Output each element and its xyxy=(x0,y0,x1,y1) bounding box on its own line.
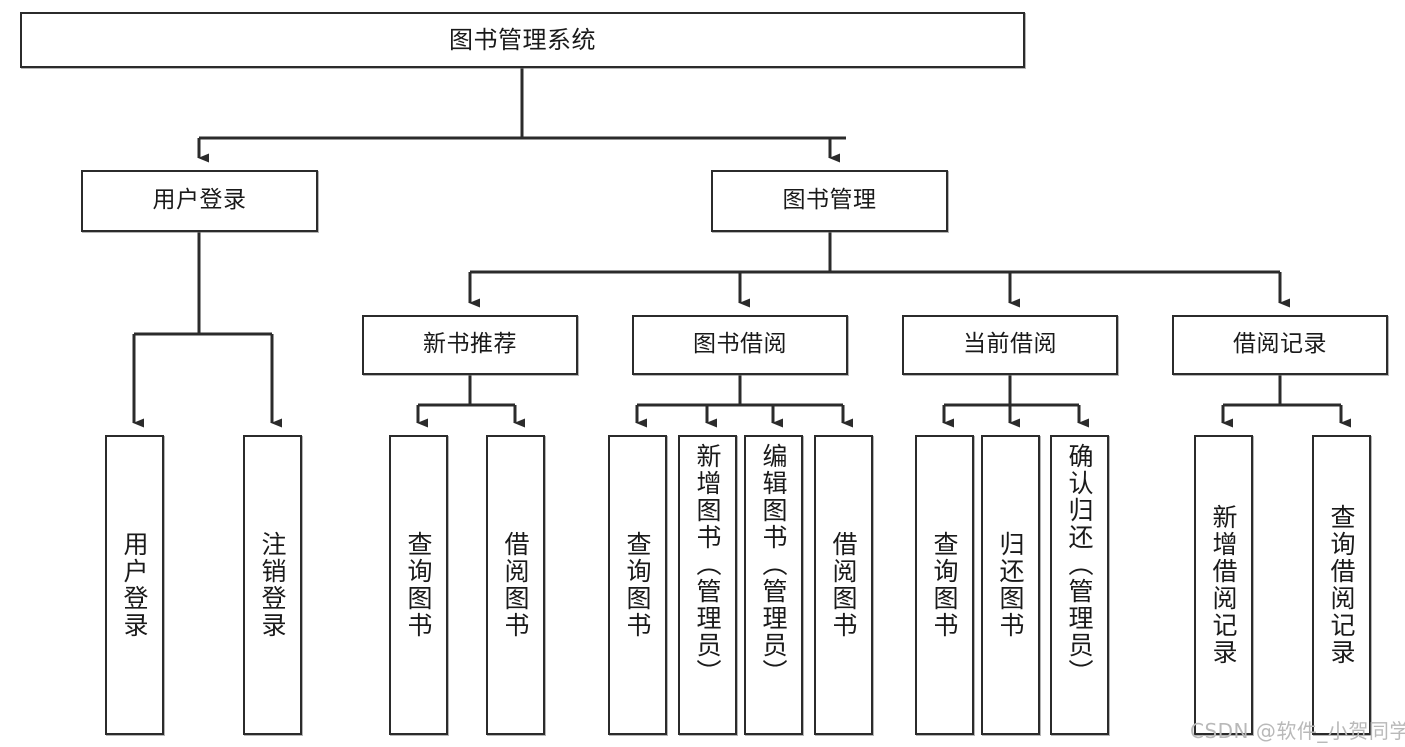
node-label: 用户登录 xyxy=(120,531,149,639)
leaf-book-borrow-edit[interactable]: 编辑图书（管理员） xyxy=(744,435,803,735)
leaf-book-borrow-query[interactable]: 查询图书 xyxy=(608,435,667,735)
leaf-user-login-signout[interactable]: 注销登录 xyxy=(243,435,302,735)
leaf-current-borrow-query[interactable]: 查询图书 xyxy=(915,435,974,735)
node-label: 确认归还（管理员） xyxy=(1065,443,1094,686)
leaf-borrow-record-query[interactable]: 查询借阅记录 xyxy=(1312,435,1371,735)
node-label: 图书管理系统 xyxy=(449,25,596,54)
node-label: 归还图书 xyxy=(996,531,1025,639)
node-label: 借阅图书 xyxy=(501,531,530,639)
node-current-borrow[interactable]: 当前借阅 xyxy=(902,315,1118,375)
node-book-borrow[interactable]: 图书借阅 xyxy=(632,315,848,375)
node-label: 新增借阅记录 xyxy=(1209,504,1238,666)
node-label: 当前借阅 xyxy=(963,331,1057,358)
node-user-login[interactable]: 用户登录 xyxy=(81,170,318,232)
leaf-book-borrow-add[interactable]: 新增图书（管理员） xyxy=(678,435,737,735)
node-label: 新书推荐 xyxy=(423,331,517,358)
node-new-book-recommend[interactable]: 新书推荐 xyxy=(362,315,578,375)
leaf-current-borrow-return[interactable]: 归还图书 xyxy=(981,435,1040,735)
node-label: 注销登录 xyxy=(258,531,287,639)
node-root-system[interactable]: 图书管理系统 xyxy=(20,12,1025,68)
leaf-book-borrow-lend[interactable]: 借阅图书 xyxy=(814,435,873,735)
leaf-current-borrow-confirm-return[interactable]: 确认归还（管理员） xyxy=(1050,435,1109,735)
node-label: 借阅记录 xyxy=(1233,331,1327,358)
node-borrow-record[interactable]: 借阅记录 xyxy=(1172,315,1388,375)
node-label: 查询借阅记录 xyxy=(1327,504,1356,666)
node-label: 编辑图书（管理员） xyxy=(759,443,788,686)
leaf-user-login-signin[interactable]: 用户登录 xyxy=(105,435,164,735)
node-label: 图书借阅 xyxy=(693,331,787,358)
node-label: 查询图书 xyxy=(404,531,433,639)
node-label: 借阅图书 xyxy=(829,531,858,639)
node-label: 查询图书 xyxy=(623,531,652,639)
node-label: 图书管理 xyxy=(782,187,877,214)
node-label: 查询图书 xyxy=(930,531,959,639)
node-label: 用户登录 xyxy=(152,187,247,214)
node-label: 新增图书（管理员） xyxy=(693,443,722,686)
leaf-new-book-query[interactable]: 查询图书 xyxy=(389,435,448,735)
leaf-new-book-borrow[interactable]: 借阅图书 xyxy=(486,435,545,735)
leaf-borrow-record-add[interactable]: 新增借阅记录 xyxy=(1194,435,1253,735)
node-book-management[interactable]: 图书管理 xyxy=(711,170,948,232)
